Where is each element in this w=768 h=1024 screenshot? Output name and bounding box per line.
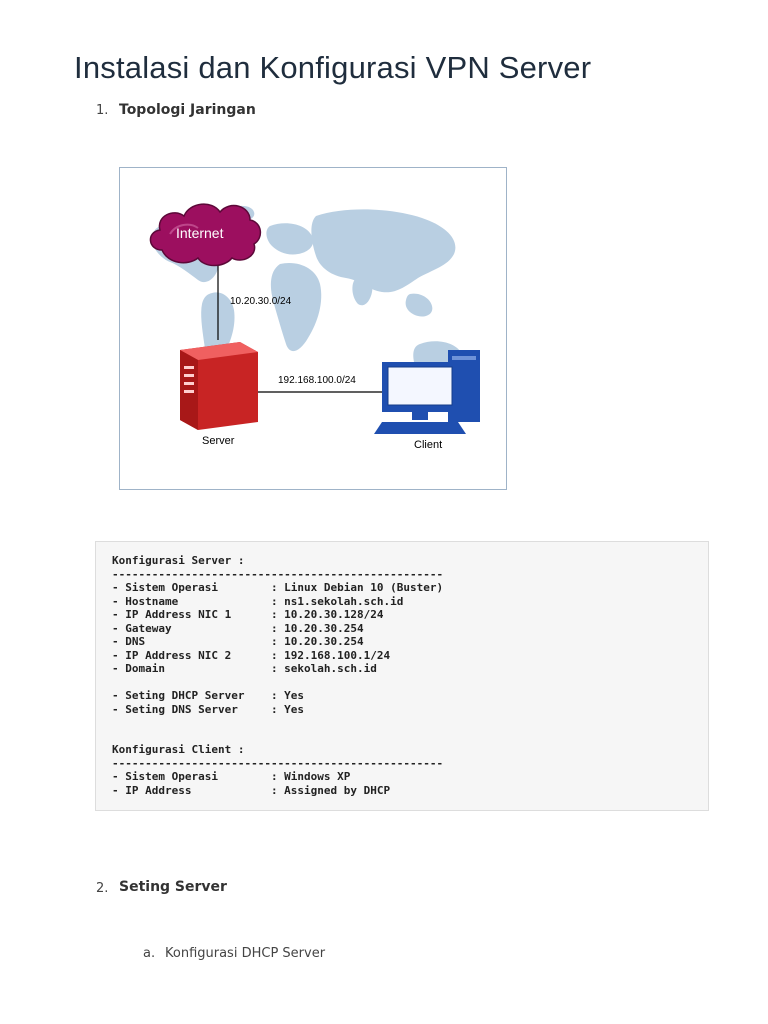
code-line: - Gateway : 10.20.30.254 [112, 621, 364, 635]
configuration-code-block: Konfigurasi Server :--------------------… [95, 541, 709, 811]
internet-cloud-icon [149, 203, 262, 267]
code-line: - Hostname : ns1.sekolah.sch.id [112, 594, 404, 608]
code-line: - IP Address NIC 1 : 10.20.30.128/24 [112, 608, 384, 621]
code-line: Konfigurasi Server : [112, 554, 245, 567]
list-number-2: 2. [96, 881, 109, 896]
code-line: Konfigurasi Client : [112, 743, 245, 756]
page-title: Instalasi dan Konfigurasi VPN Server [74, 50, 592, 85]
code-line: ----------------------------------------… [112, 567, 444, 581]
client-label: Client [414, 439, 442, 451]
code-line: - Seting DNS Server : Yes [112, 702, 305, 716]
code-line [112, 716, 443, 730]
link-label-internet: 10.20.30.0/24 [230, 296, 292, 307]
code-line [112, 730, 443, 744]
code-line: - Sistem Operasi : Linux Debian 10 (Bust… [112, 581, 444, 594]
sub-item-marker-a: a. [143, 946, 156, 961]
list-number-1: 1. [96, 103, 109, 118]
code-line: - IP Address : Assigned by DHCP [112, 783, 391, 797]
cloud-label: Internet [176, 225, 224, 241]
code-line: - Sistem Operasi : Windows XP [112, 770, 351, 783]
section-heading-topologi: Topologi Jaringan [119, 102, 256, 118]
code-line: - Seting DHCP Server : Yes [112, 689, 305, 702]
client-computer-icon [374, 350, 480, 434]
sub-item-dhcp-config: Konfigurasi DHCP Server [165, 946, 326, 961]
server-icon [180, 342, 258, 430]
code-line: ----------------------------------------… [112, 756, 444, 770]
server-label: Server [202, 435, 235, 447]
section-heading-seting-server: Seting Server [119, 879, 227, 895]
code-line [112, 676, 443, 690]
code-content: Konfigurasi Server :--------------------… [112, 554, 443, 797]
topology-diagram: Internet 10.20.30.0/24 192.168.100.0/24 … [149, 203, 480, 451]
code-line: - DNS : 10.20.30.254 [112, 635, 364, 648]
link-label-client: 192.168.100.0/24 [278, 375, 356, 386]
code-line: - Domain : sekolah.sch.id [112, 662, 377, 675]
code-line: - IP Address NIC 2 : 192.168.100.1/24 [112, 648, 391, 662]
network-topology-figure: Internet 10.20.30.0/24 192.168.100.0/24 … [119, 167, 507, 490]
